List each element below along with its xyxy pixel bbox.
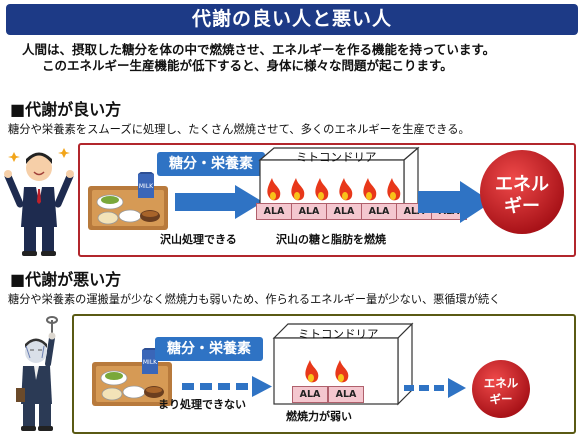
- nutrient-arrow-good: [175, 185, 263, 219]
- page-title: 代謝の良い人と悪い人: [6, 4, 578, 35]
- ala-block: ALA: [326, 203, 362, 220]
- energy-circle-bad: エネル ギー: [472, 360, 530, 418]
- milk-label: MILK: [143, 359, 158, 366]
- nutrient-label-good: 糖分・栄養素: [157, 152, 265, 176]
- intro-text: 人間は、摂取した糖分を体の中で燃焼させ、エネルギーを作る機能を持っています。 こ…: [22, 42, 572, 74]
- energy-label-line1: エネル: [484, 376, 519, 390]
- energy-output-arrow-good: [418, 181, 492, 223]
- meal-tray-illustration: MILK: [88, 172, 168, 230]
- bad-description: 糖分や栄養素の運搬量が少なく燃焼力も弱いため、作られるエネルギー量が少ない、悪循…: [8, 293, 501, 306]
- tired-person-illustration: [16, 316, 58, 431]
- good-heading: ■代謝が良い方: [10, 100, 122, 119]
- processing-caption-good: 沢山処理できる: [160, 233, 237, 246]
- energy-dotted-arrow-bad: [404, 378, 466, 398]
- good-description: 糖分や栄養素をスムーズに処理し、たくさん燃焼させて、多くのエネルギーを生産できる…: [8, 123, 470, 136]
- nutrient-label-bad: 糖分・栄養素: [155, 337, 263, 361]
- intro-line-1: 人間は、摂取した糖分を体の中で燃焼させ、エネルギーを作る機能を持っています。: [22, 42, 496, 57]
- energy-label-line2: ギー: [490, 392, 513, 406]
- ala-block: ALA: [328, 386, 364, 403]
- flames-bad: [305, 360, 349, 383]
- energetic-person-illustration: [4, 148, 74, 256]
- energy-circle-good: エネル ギー: [480, 150, 564, 234]
- ala-block: ALA: [292, 386, 328, 403]
- ala-block: ALA: [256, 203, 292, 220]
- mitochondria-label-good: ミトコンドリア: [296, 150, 377, 164]
- burning-caption-bad: 燃焼力が弱い: [286, 410, 352, 423]
- ala-block: ALA: [361, 203, 397, 220]
- burning-caption-good: 沢山の糖と脂肪を燃焼: [276, 233, 386, 246]
- milk-label: MILK: [139, 183, 154, 190]
- bad-heading: ■代謝が悪い方: [10, 270, 122, 289]
- flames-good: [267, 178, 401, 201]
- meal-tray-illustration: MILK: [92, 348, 172, 406]
- intro-line-2: このエネルギー生産機能が低下すると、身体に様々な問題が起こります。: [42, 58, 453, 73]
- processing-caption-bad: まり処理できない: [158, 398, 246, 411]
- nutrient-dotted-arrow-bad: [182, 376, 272, 397]
- ala-block: ALA: [291, 203, 327, 220]
- energy-label-line1: エネル: [495, 174, 549, 195]
- mitochondria-label-bad: ミトコンドリア: [298, 327, 379, 341]
- energy-label-line2: ギー: [504, 196, 540, 217]
